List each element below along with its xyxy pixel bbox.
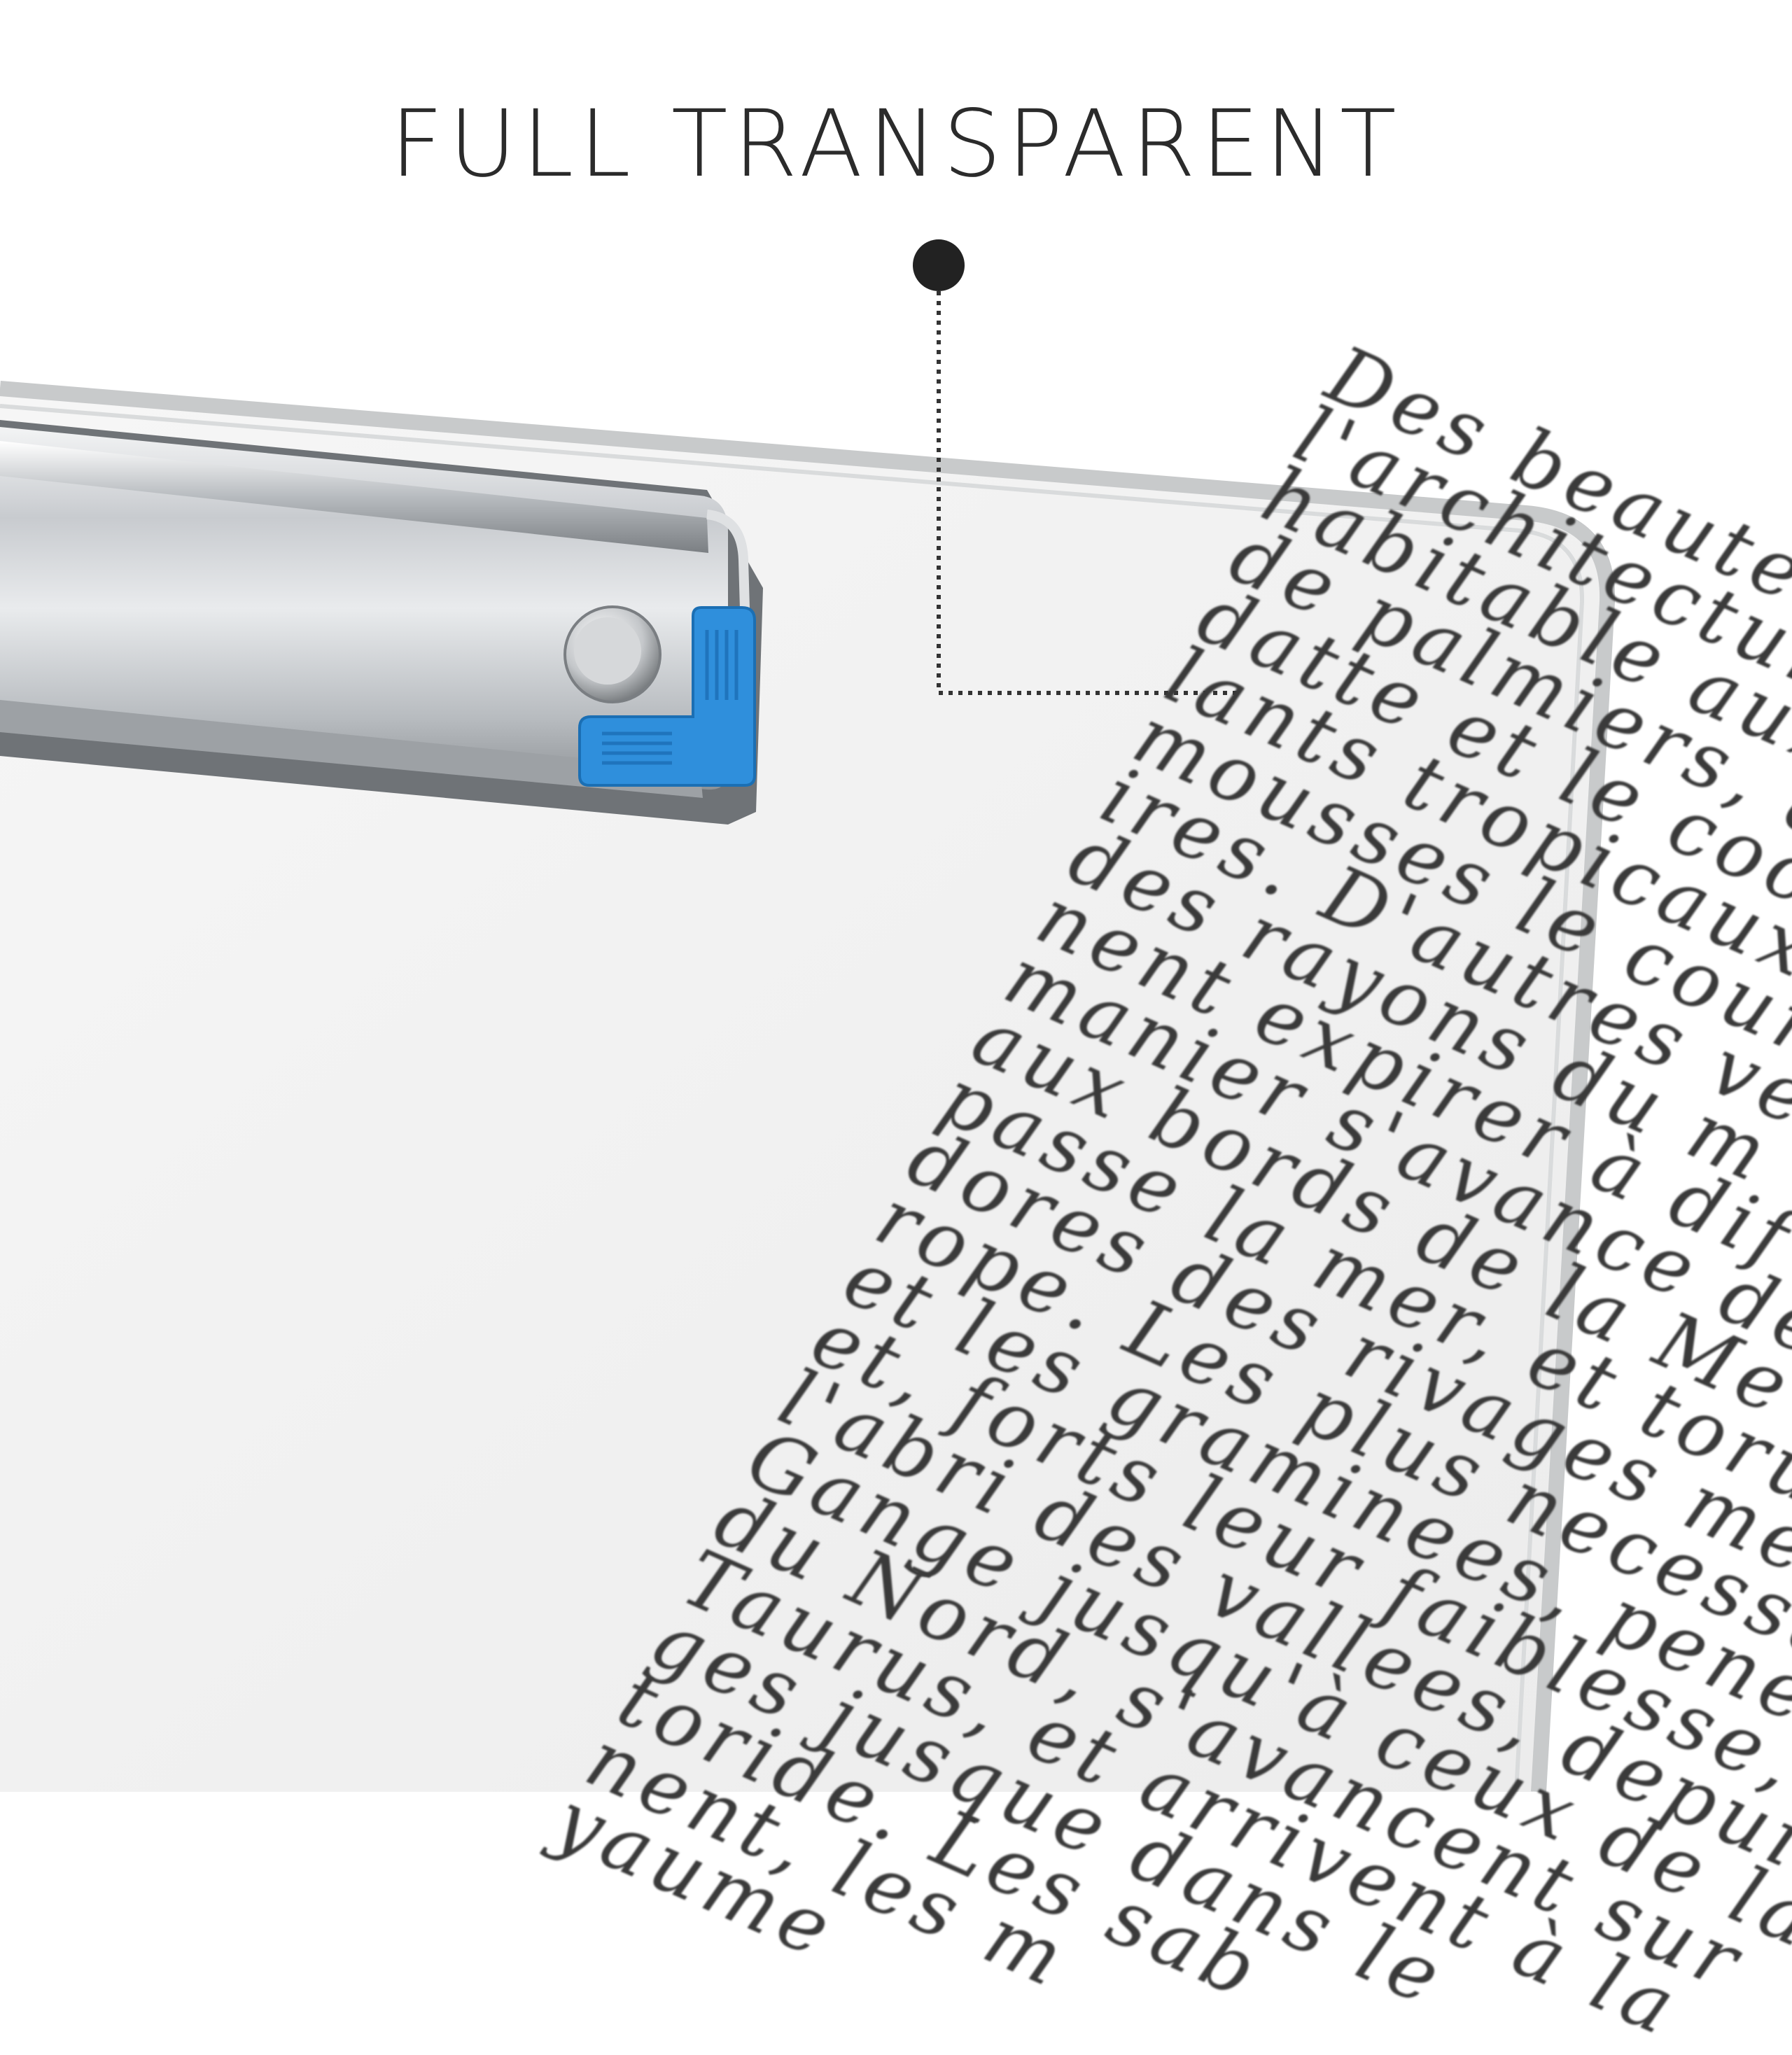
metal-clip [0, 420, 763, 825]
callout-dot [913, 239, 965, 291]
headline: FULL TRANSPARENT [390, 90, 1402, 198]
clipboard-edge [0, 381, 1616, 1792]
clipboard-photo [0, 291, 1616, 1792]
handwriting-line: yaume [541, 1774, 850, 1978]
blue-corner-guard [578, 606, 756, 787]
callout-leader [937, 291, 1239, 695]
